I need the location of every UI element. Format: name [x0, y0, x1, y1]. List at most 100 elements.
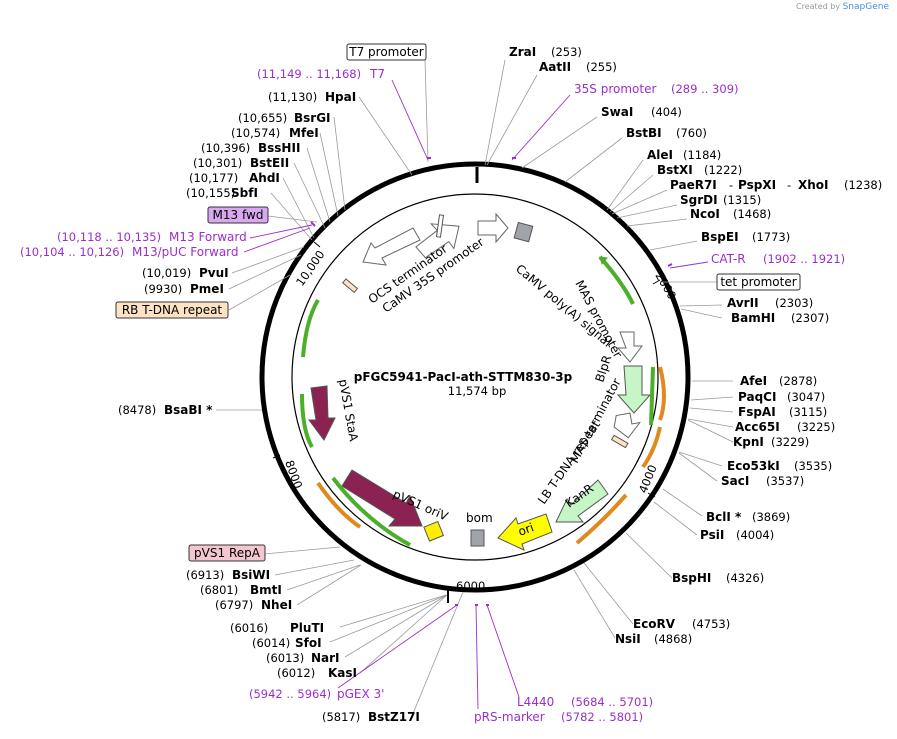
leader-line [270, 192, 313, 241]
site-name: Acc65I [735, 420, 780, 434]
primer-line [669, 261, 709, 269]
plasmid-length: 11,574 bp [448, 384, 507, 398]
site-pos: (9930) [144, 282, 182, 296]
leader-line [689, 407, 734, 413]
site-name: AvrII [727, 296, 759, 310]
site-name: BstXI [657, 163, 693, 177]
tick-4000 [647, 492, 656, 498]
site-pos: (3229) [771, 435, 809, 449]
site-name: SfoI [295, 636, 322, 650]
label-rb-tdna: RB T-DNA repeat [122, 303, 223, 317]
green-arc [331, 476, 411, 547]
mas-promoter-arrow [616, 331, 643, 363]
site-pos: (6797) [215, 598, 253, 612]
site-pos: (6016) [230, 621, 268, 635]
primer-lines [243, 79, 709, 710]
site-pos: (3869) [752, 510, 790, 524]
site-pos: (10,396) [201, 141, 250, 155]
site-name: EcoRV [633, 617, 676, 631]
leader-line [616, 204, 678, 219]
site-sep: - [729, 178, 733, 192]
site-name: BamHI [731, 311, 775, 325]
arc-features [300, 255, 666, 547]
site-name: ZraI [509, 45, 536, 59]
leader-line [626, 218, 688, 227]
primer-range: (10,104 .. 10,126) [20, 245, 124, 259]
site-pos: (10,019) [142, 266, 191, 280]
site-pos: (6012) [277, 666, 315, 680]
leader-line [486, 74, 538, 166]
site-name: BclI * [706, 510, 742, 524]
camv-polya-box [513, 221, 534, 243]
tick-10000 [313, 241, 321, 248]
leader-line [333, 116, 346, 211]
orange-arc [658, 366, 666, 421]
credit-text: Created by [796, 2, 841, 11]
site-pos: (2307) [791, 311, 829, 325]
green-arc [649, 366, 655, 426]
promoter-arrow [477, 212, 509, 244]
inner-ring [291, 193, 659, 561]
leader-line [680, 308, 723, 319]
label-t7-promoter: T7 promoter [348, 45, 424, 59]
site-name: BstZ17I [368, 710, 420, 724]
green-arc [300, 393, 314, 449]
primer-range: (5684 .. 5701) [571, 695, 653, 709]
site-pos: (1315) [723, 193, 761, 207]
site-pos: (1222) [704, 163, 742, 177]
site-name: PaqCI [738, 390, 776, 404]
box-t7-promoter [346, 43, 427, 61]
site-pos: (4868) [654, 632, 692, 646]
leader-line [625, 532, 673, 579]
pvs1-oriv-box [423, 520, 445, 542]
site-name: MfeI [289, 126, 319, 140]
label-m13-fwd: M13 fwd [213, 208, 264, 222]
leader-line [274, 559, 355, 576]
leader-line [573, 569, 616, 639]
box-m13-fwd [207, 206, 269, 224]
tick-2000 [652, 279, 661, 285]
site-pos: (3115) [789, 405, 827, 419]
primer-range: (10,118 .. 10,135) [57, 230, 161, 244]
site-pos: (1238) [844, 178, 882, 192]
kanr-arrow [555, 479, 609, 523]
leader-line [228, 254, 302, 290]
leader-line [690, 396, 734, 401]
site-name: PsiI [700, 528, 724, 542]
site-sep: - [787, 178, 791, 192]
leader-line [296, 564, 362, 606]
primer-marker-m13 [310, 221, 316, 227]
tick-marks [272, 241, 661, 603]
site-pos: (1468) [733, 207, 771, 221]
orange-arc [575, 493, 628, 545]
site-pos: (3535) [794, 459, 832, 473]
site-name: SgrDI [680, 193, 718, 207]
site-name: AhdI [249, 171, 280, 185]
primer-name: M13 Forward [169, 230, 247, 244]
site-pos: (1184) [683, 148, 721, 162]
site-labels-left: BstZ17I (5817) KasI (6012) NarI (6013) S… [118, 90, 420, 724]
primer-name: T7 [369, 67, 385, 81]
site-name: NsiI [615, 632, 641, 646]
leader-line [687, 418, 734, 428]
mas-terminator-arrow [613, 412, 641, 439]
site-name: PmeI [190, 282, 224, 296]
primer-labels: T7 (11,149 .. 11,168) 35S promoter (289 … [20, 67, 845, 724]
leader-line [293, 162, 326, 229]
site-pos: (11,130) [268, 90, 317, 104]
primer-name: M13/pUC Forward [132, 245, 239, 259]
site-name: PvuI [199, 266, 229, 280]
green-arc [598, 255, 635, 305]
site-pos: (6013) [266, 651, 304, 665]
ocs-terminator-arrow [362, 227, 421, 266]
tick-label-2000: 2000 [652, 270, 679, 302]
site-name: NcoI [690, 207, 720, 221]
primer-name: pGEX 3' [337, 687, 384, 701]
leader-line [306, 147, 331, 223]
site-pos: (10,574) [231, 126, 280, 140]
site-name: FspAI [738, 405, 776, 419]
pvs1-repa-arrow [341, 469, 423, 527]
leader-line [263, 546, 341, 555]
leader-line [319, 132, 339, 217]
